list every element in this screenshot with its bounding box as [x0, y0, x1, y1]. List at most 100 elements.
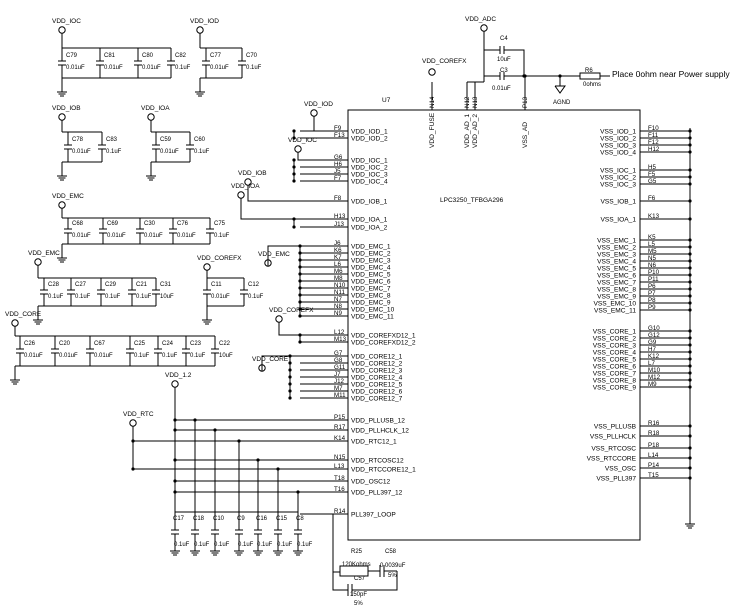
junction-dot	[276, 467, 280, 471]
c58-ref: C58	[385, 549, 397, 555]
pin-name: VSS_EMC_11	[594, 308, 636, 315]
cap-value: 0.01uF	[211, 294, 230, 300]
cap-value: 0.01uF	[160, 149, 179, 155]
junction-dot	[688, 143, 692, 147]
pin-number: M8	[334, 275, 343, 282]
pin-name: VSS_PLLHCLK	[590, 434, 637, 441]
cap-ref: C12	[248, 282, 260, 288]
pin-name: VSS_CORE_3	[593, 343, 637, 350]
pin-name: VSS_EMC_2	[597, 245, 636, 252]
pin-name: VSS_AD	[522, 122, 529, 148]
pin-name: VDD_CORE12_4	[351, 375, 403, 382]
junction-dot	[688, 175, 692, 179]
supply-circle	[480, 24, 488, 32]
cap-ref: C67	[94, 341, 106, 347]
pin-name: VSS_IOC_1	[600, 168, 636, 175]
rail-label: VDD_1.2	[165, 372, 192, 379]
pin-number: P13	[522, 96, 529, 108]
adc-rail-label: VDD_ADC	[465, 16, 496, 23]
cap-ref: C9	[237, 516, 245, 522]
cap-value: 0.01uF	[142, 65, 161, 71]
pin-name: VDD_IOA_1	[351, 217, 388, 224]
cap-value: 0.01uF	[107, 233, 126, 239]
junction-dot	[688, 259, 692, 263]
cap-ref: C79	[66, 53, 78, 59]
pin-number: R14	[334, 508, 346, 515]
junction-dot	[688, 343, 692, 347]
pin-name: VDD_RTCCORE12_1	[351, 467, 416, 474]
cap-value: 0.1uF	[190, 353, 206, 359]
pin-name: VSS_EMC_7	[597, 280, 636, 287]
c4-ref: C4	[500, 36, 508, 42]
loop-wire	[352, 571, 398, 591]
cap-value: 0.01uF	[104, 65, 123, 71]
junction-dot	[298, 258, 302, 262]
pin-number: F9	[334, 125, 342, 132]
pin-name: VSS_IOD_1	[600, 129, 636, 136]
chip-body	[347, 109, 641, 541]
pin-name: VDD_IOA_2	[351, 225, 388, 232]
cap-value: 0.1uF	[48, 294, 64, 300]
junction-dot	[173, 458, 177, 462]
pin-number: F7	[334, 175, 342, 182]
pin-number: R16	[648, 420, 660, 427]
pin-number: L7	[648, 360, 655, 367]
loop-wire	[332, 572, 348, 591]
junction-dot	[688, 273, 692, 277]
pin-name: VSS_EMC_5	[597, 266, 636, 273]
junction-dot	[688, 199, 692, 203]
pin-number: P8	[648, 297, 656, 304]
rail-label: VDD_RTC	[123, 411, 154, 418]
junction-dot	[523, 74, 527, 78]
cap-value: 0.1uF	[106, 149, 122, 155]
cap-value: 10uF	[219, 353, 233, 359]
cap-ref: C81	[104, 53, 116, 59]
pin-number: G8	[334, 357, 343, 364]
cap-ref: C78	[72, 137, 84, 143]
supply-circle	[294, 145, 302, 153]
pin-number: N7	[334, 296, 342, 303]
cap-value: 0.1uF	[277, 542, 293, 548]
junction-dot	[688, 424, 692, 428]
bus-feed	[261, 355, 300, 371]
junction-dot	[688, 150, 692, 154]
pin-number: P7	[648, 290, 656, 297]
loop-wire	[332, 513, 348, 573]
pin-number: K7	[334, 254, 342, 261]
pin-number: T15	[648, 472, 659, 479]
junction-dot	[173, 490, 177, 494]
junction-dot	[173, 418, 177, 422]
cap-ref: C29	[105, 282, 117, 288]
c57-tol: 5%	[354, 601, 363, 607]
pin-name: VSS_PLL397	[596, 476, 636, 483]
cap-ref: C60	[194, 137, 206, 143]
junction-dot	[298, 244, 302, 248]
junction-dot	[173, 428, 177, 432]
bus-feed	[297, 152, 300, 161]
pin-number: N6	[648, 262, 656, 269]
cap-value: 0.1uF	[105, 294, 121, 300]
supply-circle	[129, 419, 137, 427]
c4-value: 10uF	[497, 57, 511, 63]
pin-name: VSS_EMC_10	[593, 301, 636, 308]
pin-name: VSS_PLLUSB	[594, 424, 637, 431]
junction-dot	[298, 265, 302, 269]
cap-ref: C15	[276, 516, 288, 522]
junction-dot	[193, 418, 197, 422]
pin-name: VDD_PLLHCLK_12	[351, 428, 409, 435]
supply-circle	[147, 113, 155, 121]
cap-value: 0.1uF	[175, 65, 191, 71]
junction-dot	[688, 364, 692, 368]
junction-dot	[688, 301, 692, 305]
pin-number: M13	[334, 336, 347, 343]
pin-name: PLL397_LOOP	[351, 512, 396, 519]
pin-name: VDD_IOC_2	[351, 165, 388, 172]
cap-ref: C21	[136, 282, 148, 288]
pin-name: VSS_CORE_1	[593, 329, 637, 336]
junction-dot	[688, 336, 692, 340]
junction-dot	[688, 329, 692, 333]
pin-name: VSS_CORE_6	[593, 364, 637, 371]
pin-number: R18	[648, 430, 660, 437]
pin-number: H7	[648, 346, 656, 353]
